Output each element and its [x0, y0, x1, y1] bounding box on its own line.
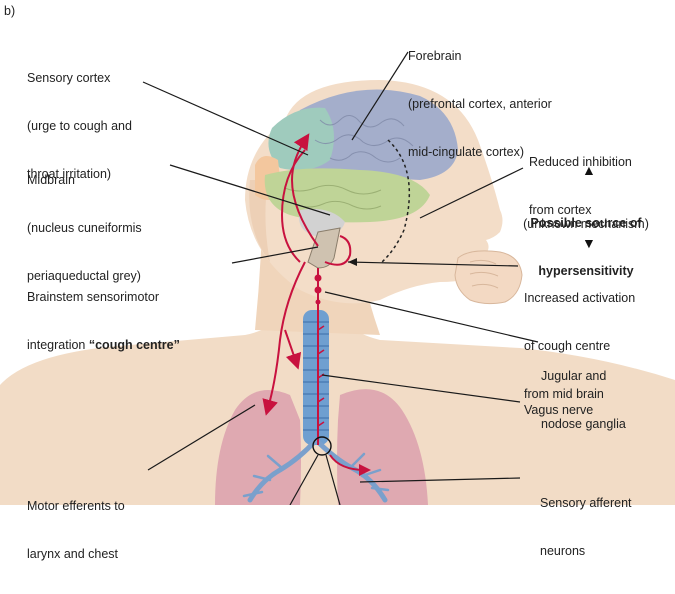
vagus-nerve-label: Vagus nerve: [524, 402, 593, 418]
trachea: [303, 310, 329, 445]
sensory-afferent-label: Sensory afferent neurons: [540, 463, 632, 591]
diagram-canvas: b) Forebrain (prefrontal cortex, anterio…: [0, 0, 675, 505]
brainstem-label: Brainstem sensorimotor integration “coug…: [27, 257, 180, 385]
sensory-cortex: [268, 108, 334, 171]
arrow-up-icon: ▲: [582, 163, 596, 177]
panel-label: b): [4, 3, 15, 19]
arrow-down-icon: ▼: [582, 236, 596, 250]
jugular-nodose-label: Jugular and nodose ganglia: [541, 336, 626, 464]
motor-efferents-label: Motor efferents to larynx and chest: [27, 466, 125, 594]
unknown-mechanism-label: (unknown mechanism): [511, 216, 661, 232]
